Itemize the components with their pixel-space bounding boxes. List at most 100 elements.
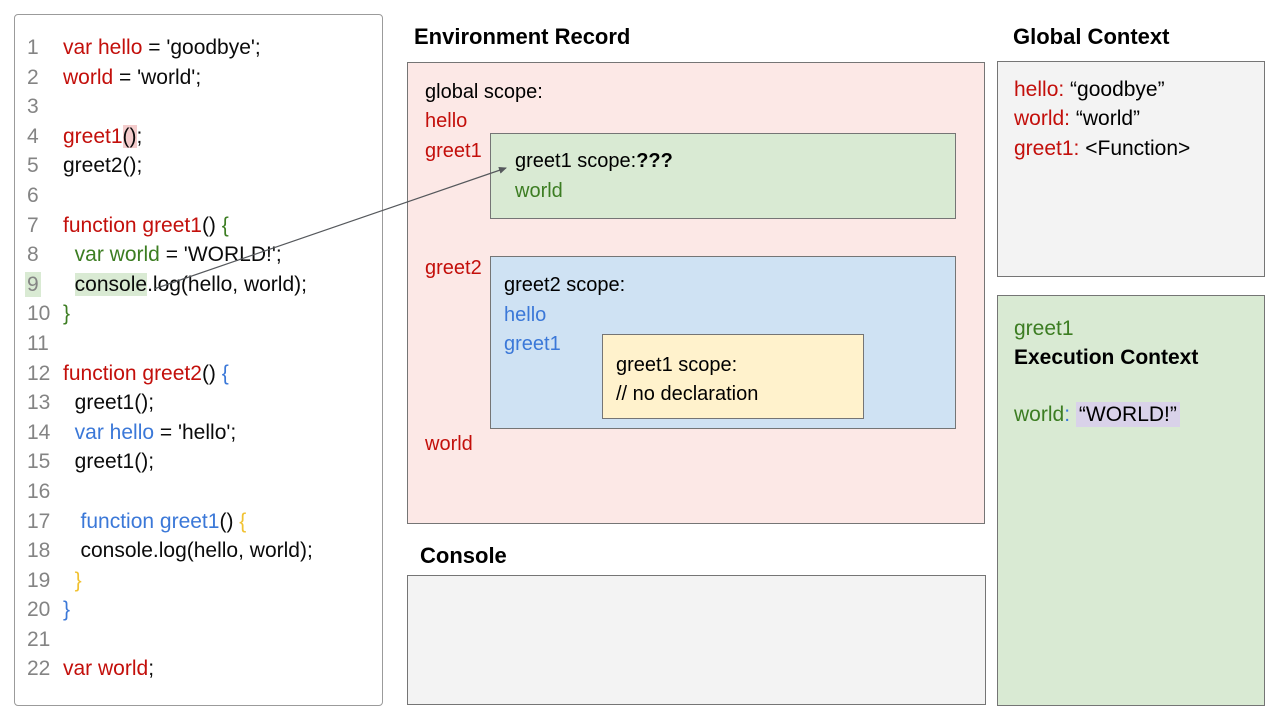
code-lines: 1 var hello = 'goodbye'; 2 world = 'world';… bbox=[15, 33, 382, 684]
line-number: 10 bbox=[27, 302, 51, 326]
global-context-row: greet1: <Function> bbox=[1014, 136, 1190, 162]
code-line: 11 bbox=[15, 329, 382, 359]
line-number: 12 bbox=[27, 361, 51, 385]
env-var-greet1: greet1 bbox=[425, 140, 482, 162]
line-number: 3 bbox=[27, 95, 39, 119]
env-var-hello: hello bbox=[425, 110, 468, 132]
greet2-scope-box: greet2 scope: hello greet1 greet1 scope:… bbox=[490, 256, 956, 429]
code-text: var world = 'WORLD!'; bbox=[74, 243, 282, 267]
global-context-row: hello: “goodbye” bbox=[1014, 77, 1165, 103]
global-context-title: Global Context bbox=[1013, 24, 1170, 49]
line-number: 11 bbox=[27, 331, 49, 355]
line-number: 19 bbox=[27, 568, 51, 592]
code-line: 21 bbox=[15, 625, 382, 655]
greet2-scope-var-hello: hello bbox=[504, 304, 547, 326]
exec-context-fn-name: greet1 bbox=[1014, 317, 1074, 340]
code-line: 6 bbox=[15, 181, 382, 211]
greet1-scope-title-row: greet1 scope:??? bbox=[515, 148, 673, 174]
code-text: var hello = 'hello'; bbox=[74, 420, 237, 444]
code-line: 9 console.log(hello, world); bbox=[15, 270, 382, 300]
code-text: console.log(hello, world); bbox=[63, 539, 313, 563]
line-number: 8 bbox=[27, 243, 39, 267]
greet1-scope-unknown: ??? bbox=[636, 150, 673, 172]
global-context-key: greet1: bbox=[1014, 137, 1080, 160]
code-text: greet1(); bbox=[63, 450, 155, 474]
env-global-box: global scope: hello greet1 greet1 scope:… bbox=[407, 62, 985, 524]
greet1-scope-var-world: world bbox=[515, 180, 563, 202]
code-line: 7 function greet1() { bbox=[15, 211, 382, 241]
inner-greet1-scope-box: greet1 scope: // no declaration bbox=[602, 334, 864, 419]
env-var-greet2: greet2 bbox=[425, 257, 482, 279]
line-number: 13 bbox=[27, 391, 51, 415]
code-text: } bbox=[74, 568, 82, 592]
greet1-scope-title: greet1 scope: bbox=[515, 150, 637, 172]
code-text: greet1(); bbox=[63, 391, 155, 415]
code-line: 14 var hello = 'hello'; bbox=[15, 418, 382, 448]
code-text: console.log(hello, world); bbox=[74, 272, 307, 296]
code-line: 12 function greet2() { bbox=[15, 359, 382, 389]
line-number: 16 bbox=[27, 479, 51, 503]
code-line: 19 } bbox=[15, 566, 382, 596]
line-number: 20 bbox=[27, 598, 51, 622]
greet2-scope-title: greet2 scope: bbox=[504, 274, 626, 296]
code-line: 22 var world; bbox=[15, 654, 382, 684]
environment-record-title: Environment Record bbox=[414, 24, 631, 49]
code-line: 1 var hello = 'goodbye'; bbox=[15, 33, 382, 63]
global-context-key: world: bbox=[1014, 107, 1071, 130]
code-panel: 1 var hello = 'goodbye'; 2 world = 'world';… bbox=[14, 14, 383, 706]
global-context-value: “goodbye” bbox=[1064, 78, 1165, 101]
code-line: 5 greet2(); bbox=[15, 151, 382, 181]
code-text: function greet1() { bbox=[80, 509, 247, 533]
line-number: 5 bbox=[27, 154, 39, 178]
line-number: 9 bbox=[25, 271, 41, 297]
code-text: } bbox=[63, 598, 71, 622]
global-context-key: hello: bbox=[1014, 78, 1065, 101]
global-context-row: world: “world” bbox=[1014, 106, 1140, 132]
console-title: Console bbox=[420, 543, 507, 568]
code-text: greet1(); bbox=[63, 124, 143, 148]
code-text: function greet2() { bbox=[63, 361, 229, 385]
code-text: var world; bbox=[63, 657, 155, 681]
line-number: 18 bbox=[27, 539, 51, 563]
code-text: function greet1() { bbox=[63, 213, 229, 237]
inner-greet1-scope-comment: // no declaration bbox=[616, 383, 759, 405]
line-number: 22 bbox=[27, 657, 51, 681]
inner-greet1-scope-title: greet1 scope: bbox=[616, 354, 738, 376]
line-number: 6 bbox=[27, 183, 39, 207]
line-number: 21 bbox=[27, 627, 51, 651]
console-output-box bbox=[407, 575, 986, 705]
exec-context-var-row: world: “WORLD!” bbox=[1014, 402, 1180, 428]
env-var-world: world bbox=[425, 433, 473, 455]
exec-context-colon: : bbox=[1064, 403, 1071, 426]
code-line: 15 greet1(); bbox=[15, 447, 382, 477]
line-number: 2 bbox=[27, 65, 39, 89]
code-line: 2 world = 'world'; bbox=[15, 63, 382, 93]
code-line: 16 bbox=[15, 477, 382, 507]
code-text: greet2(); bbox=[63, 154, 143, 178]
line-number: 15 bbox=[27, 450, 51, 474]
exec-context-var-name: world bbox=[1014, 403, 1065, 426]
code-line: 3 bbox=[15, 92, 382, 122]
exec-context-title: Execution Context bbox=[1014, 346, 1199, 369]
code-line: 17 function greet1() { bbox=[15, 507, 382, 537]
global-scope-label: global scope: bbox=[425, 81, 543, 103]
code-line: 20} bbox=[15, 595, 382, 625]
line-number: 14 bbox=[27, 420, 51, 444]
greet1-scope-box: greet1 scope:??? world bbox=[490, 133, 956, 219]
greet2-scope-var-greet1: greet1 bbox=[504, 333, 561, 355]
exec-context-value: “WORLD!” bbox=[1075, 402, 1180, 427]
global-context-value: <Function> bbox=[1079, 137, 1191, 160]
code-line: 18 console.log(hello, world); bbox=[15, 536, 382, 566]
global-context-value: “world” bbox=[1070, 107, 1141, 130]
code-text: } bbox=[63, 302, 71, 326]
exec-context-box: greet1 Execution Context world: “WORLD!” bbox=[997, 295, 1265, 706]
code-line: 8 var world = 'WORLD!'; bbox=[15, 240, 382, 270]
line-number: 4 bbox=[27, 124, 39, 148]
code-text: world = 'world'; bbox=[63, 65, 202, 89]
line-number: 17 bbox=[27, 509, 51, 533]
code-text: var hello = 'goodbye'; bbox=[63, 36, 261, 59]
global-context-box: hello: “goodbye” world: “world” greet1: … bbox=[997, 61, 1265, 277]
line-number: 1 bbox=[27, 36, 39, 59]
code-line: 10} bbox=[15, 299, 382, 329]
line-number: 7 bbox=[27, 213, 39, 237]
